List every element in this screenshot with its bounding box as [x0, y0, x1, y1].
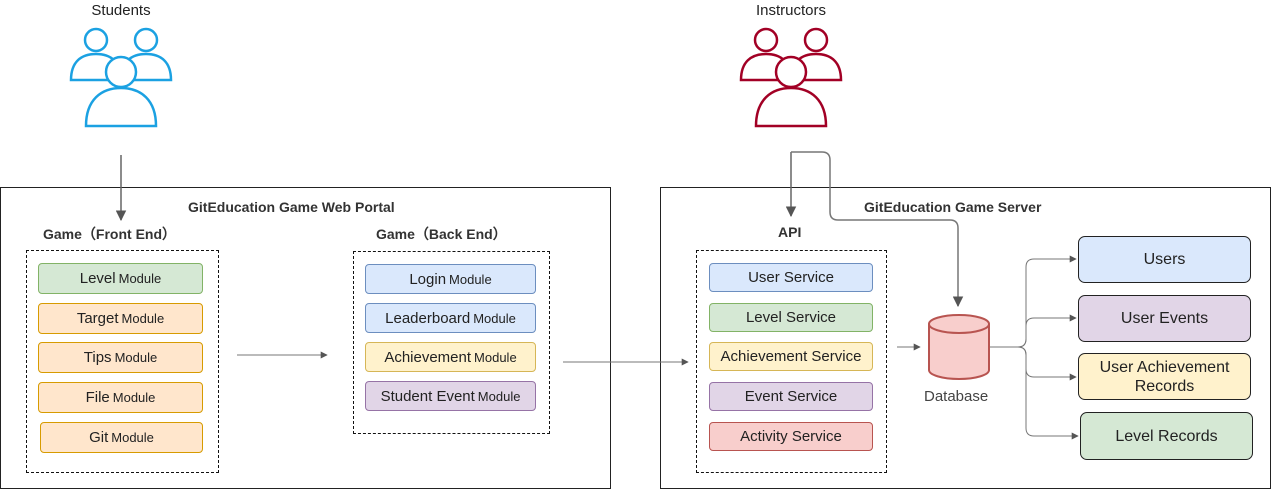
front-end-title: Game（Front End）: [43, 226, 177, 242]
module-name: Target: [76, 310, 119, 327]
database-icon: [927, 314, 991, 385]
module-name: Student Event: [380, 387, 475, 405]
game-server-title: GitEducation Game Server: [864, 199, 1042, 215]
achievement-service-service: Achievement Service: [709, 342, 873, 371]
module-suffix: Module: [121, 311, 165, 326]
store-name: User Achievement Records: [1099, 358, 1230, 395]
user-achievement-records-store: User Achievement Records: [1078, 353, 1251, 400]
service-name: Event Service: [744, 388, 838, 405]
module-suffix: Module: [114, 350, 158, 365]
module-name: File: [85, 389, 110, 406]
students-label: Students: [91, 2, 151, 19]
module-name: Login: [409, 270, 447, 288]
service-name: Level Service: [745, 309, 837, 326]
event-service-service: Event Service: [709, 382, 873, 411]
instructors-label: Instructors: [755, 2, 827, 19]
module-name: Level: [79, 270, 116, 287]
back-end-title: Game（Back End）: [376, 226, 507, 242]
level-service-service: Level Service: [709, 303, 873, 332]
user-events-store: User Events: [1078, 295, 1251, 342]
web-portal-title: GitEducation Game Web Portal: [188, 199, 395, 215]
api-title: API: [778, 224, 802, 240]
module-suffix: Module: [474, 349, 517, 365]
service-name: User Service: [748, 269, 834, 286]
instructors-icon: [736, 22, 846, 137]
service-name: Activity Service: [740, 428, 842, 445]
front-end-group: [26, 250, 219, 473]
level-records-store: Level Records: [1080, 412, 1253, 460]
students-icon: [66, 22, 176, 137]
module-suffix: Module: [118, 271, 162, 286]
database-label: Database: [924, 388, 989, 405]
module-name: Git: [89, 429, 109, 446]
module-suffix: Module: [449, 271, 492, 287]
back-end-group: [353, 251, 550, 434]
module-name: Tips: [83, 349, 112, 366]
module-name: Leaderboard: [385, 309, 471, 327]
module-name: Achievement: [384, 348, 472, 366]
service-name: Achievement Service: [720, 348, 862, 365]
module-suffix: Module: [473, 310, 516, 326]
store-name: User Events: [1120, 310, 1209, 327]
users-store: Users: [1078, 236, 1251, 283]
user-service-service: User Service: [709, 263, 873, 292]
store-name: Users: [1143, 251, 1186, 268]
module-suffix: Module: [477, 388, 521, 404]
module-suffix: Module: [112, 390, 156, 405]
store-name: Level Records: [1115, 427, 1218, 445]
activity-service-service: Activity Service: [709, 422, 873, 451]
module-suffix: Module: [111, 430, 154, 445]
